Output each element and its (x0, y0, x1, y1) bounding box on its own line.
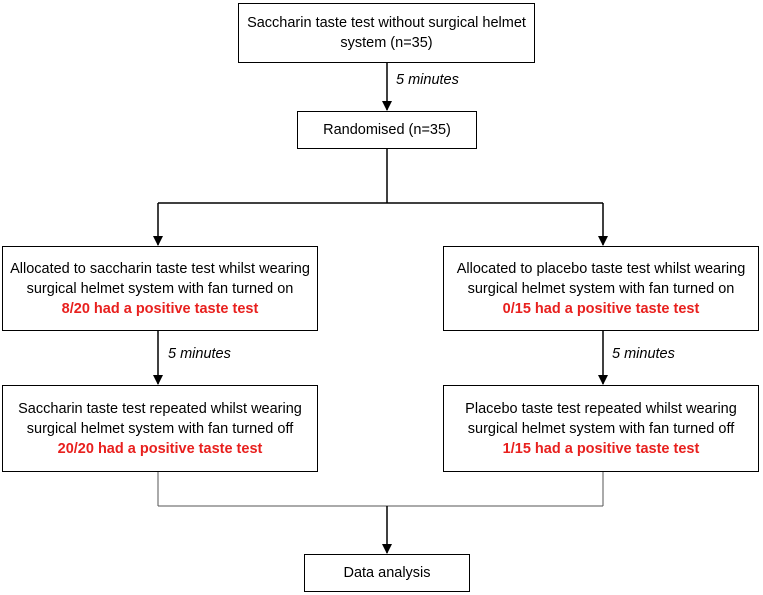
box-right-repeat: Placebo taste test repeated whilst weari… (443, 385, 759, 472)
box-left-repeat: Saccharin taste test repeated whilst wea… (2, 385, 318, 472)
right-repeat-line2: surgical helmet system with fan turned o… (467, 420, 735, 437)
left-repeat-line1: Saccharin taste test repeated whilst wea… (18, 400, 302, 417)
box-randomised: Randomised (n=35) (297, 111, 477, 149)
box-baseline-line1: Saccharin taste test without surgical he… (247, 15, 526, 31)
label-left-interval: 5 minutes (168, 346, 231, 362)
label-right-interval: 5 minutes (612, 346, 675, 362)
left-alloc-line2: surgical helmet system with fan turned o… (26, 280, 294, 297)
box-right-allocation: Allocated to placebo taste test whilst w… (443, 246, 759, 331)
label-top-interval: 5 minutes (396, 72, 459, 88)
right-alloc-line2: surgical helmet system with fan turned o… (467, 280, 735, 297)
box-analysis-label: Data analysis (343, 565, 431, 581)
box-data-analysis: Data analysis (304, 554, 470, 592)
left-repeat-result: 20/20 had a positive taste test (57, 440, 263, 457)
right-alloc-result: 0/15 had a positive taste test (502, 300, 700, 317)
left-repeat-line2: surgical helmet system with fan turned o… (26, 420, 294, 437)
left-alloc-line1: Allocated to saccharin taste test whilst… (10, 260, 310, 277)
box-randomised-label: Randomised (n=35) (323, 122, 451, 138)
box-baseline-test: Saccharin taste test without surgical he… (238, 3, 535, 63)
right-repeat-result: 1/15 had a positive taste test (502, 440, 700, 457)
box-left-allocation: Allocated to saccharin taste test whilst… (2, 246, 318, 331)
left-alloc-result: 8/20 had a positive taste test (61, 300, 259, 317)
right-alloc-line1: Allocated to placebo taste test whilst w… (456, 260, 746, 277)
box-baseline-line2: system (n=35) (340, 35, 433, 51)
right-repeat-line1: Placebo taste test repeated whilst weari… (465, 400, 737, 417)
